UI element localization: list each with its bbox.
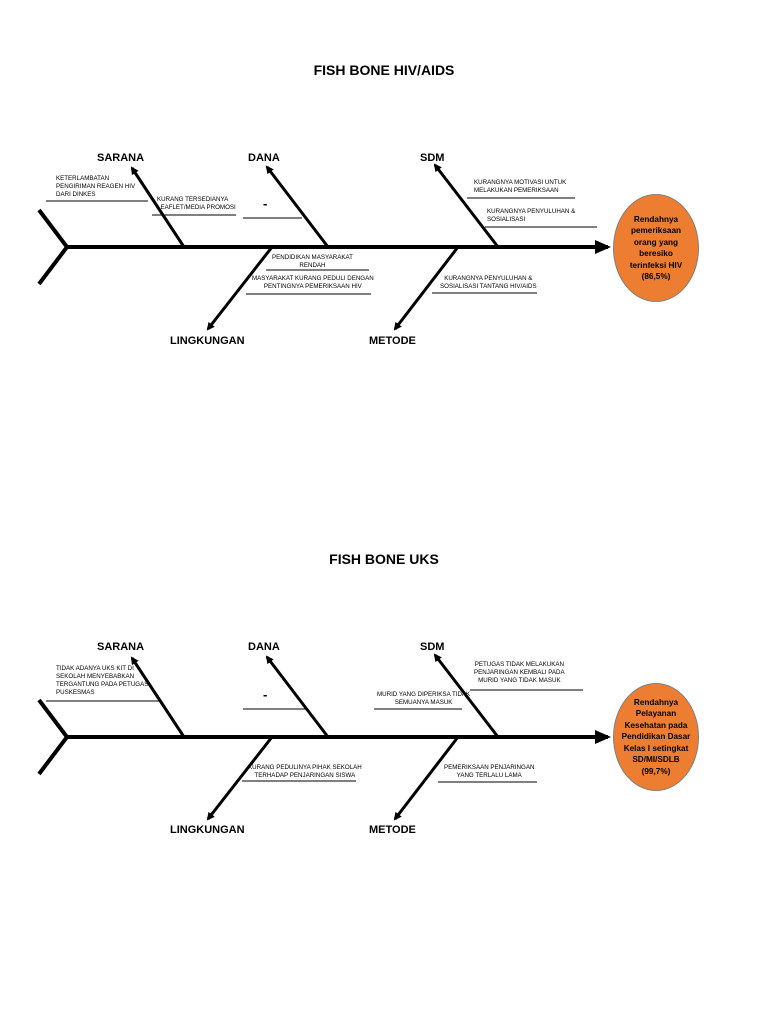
category-lingkungan: LINGKUNGAN <box>170 824 245 836</box>
effect-text: Rendahnya pemeriksaan orang yang beresik… <box>629 214 683 282</box>
fishbone-skeleton <box>37 653 611 821</box>
category-sdm: SDM <box>420 641 445 653</box>
cause-text: MASYARAKAT KURANG PEDULI DENGAN PENTINGN… <box>252 275 374 290</box>
category-dana: DANA <box>248 641 280 653</box>
fishbone-uks: FISH BONE UKS SARANA DANA SDM LINGKUNGAN… <box>0 539 768 979</box>
effect-text: Rendahnya Pelayanan Kesehatan pada Pendi… <box>621 697 691 776</box>
bone-sdm <box>433 653 500 738</box>
cause-text: - <box>263 687 268 702</box>
cause-text: KURANGNYA PENYULUHAN & SOSIALISASI TANTA… <box>440 275 537 290</box>
cause-text: - <box>263 196 268 211</box>
cause-text: MURID YANG DIPERIKSA TIDAK SEMUANYA MASU… <box>377 691 471 706</box>
category-sdm: SDM <box>420 152 445 164</box>
cause-text: PENDIDIKAN MASYARAKAT RENDAH <box>272 254 353 269</box>
fishbone-hiv-aids: FISH BONE HIV/AIDS SARANA DANA <box>0 50 768 490</box>
bone-dana <box>265 655 330 738</box>
bone-sarana <box>130 656 186 738</box>
bone-dana <box>265 165 330 248</box>
category-lingkungan: LINGKUNGAN <box>170 335 245 347</box>
bone-metode <box>393 246 460 331</box>
bone-sarana <box>130 166 186 248</box>
category-sarana: SARANA <box>97 152 145 164</box>
category-dana: DANA <box>248 152 280 164</box>
bone-lingkungan <box>206 736 274 821</box>
effect-problem: Rendahnya Pelayanan Kesehatan pada Pendi… <box>613 683 699 791</box>
diagram-title: FISH BONE HIV/AIDS <box>313 62 455 78</box>
bone-sdm <box>433 163 500 248</box>
bone-lingkungan <box>206 246 274 331</box>
diagram-title: FISH BONE UKS <box>329 551 439 567</box>
fish-tail <box>37 698 70 776</box>
category-sarana: SARANA <box>97 641 145 653</box>
fish-tail <box>37 208 70 286</box>
category-metode: METODE <box>369 335 416 347</box>
category-metode: METODE <box>369 824 416 836</box>
cause-text: KURANGNYA MOTIVASI UNTUK MELAKUKAN PEMER… <box>474 179 567 194</box>
cause-text: PEMERIKSAAN PENJARINGAN YANG TERLALU LAM… <box>444 764 535 779</box>
cause-text: KURANGNYA PENYULUHAN & SOSIALISASI <box>487 208 576 223</box>
cause-text: KETERLAMBATAN PENGIRIMAN REAGEN HIV DARI… <box>56 175 136 198</box>
cause-text: PETUGAS TIDAK MELAKUKAN PENJARINGAN KEMB… <box>474 661 565 684</box>
fishbone-skeleton <box>37 163 611 331</box>
cause-text: KURANG PEDULINYA PIHAK SEKOLAH TERHADAP … <box>248 764 362 779</box>
cause-text: TIDAK ADANYA UKS KIT DI SEKOLAH MENYEBAB… <box>56 665 149 696</box>
bone-metode <box>393 736 460 821</box>
cause-text: KURANG TERSEDIANYA LEAFLET/MEDIA PROMOSI <box>157 196 236 211</box>
effect-problem: Rendahnya pemeriksaan orang yang beresik… <box>613 194 699 302</box>
